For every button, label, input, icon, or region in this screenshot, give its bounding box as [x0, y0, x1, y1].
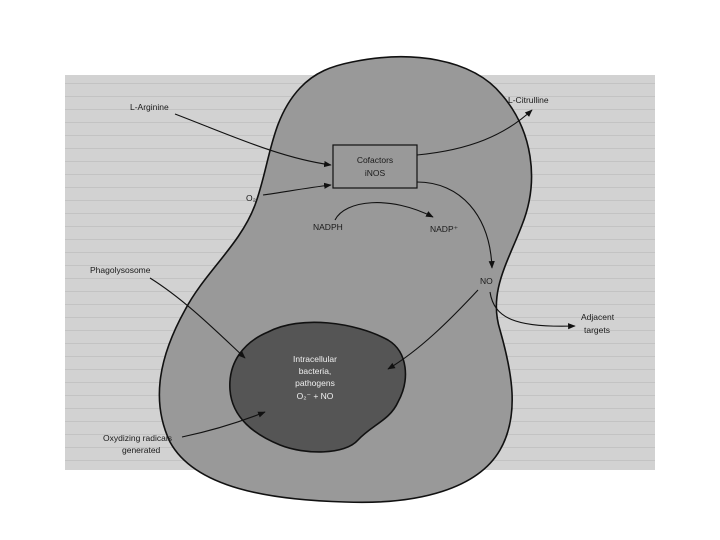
- nadp-label: NADP⁺: [430, 224, 459, 234]
- inos-label: iNOS: [365, 168, 386, 178]
- oxidizing-label-line2: generated: [122, 445, 161, 455]
- cofactors-label: Cofactors: [357, 155, 393, 165]
- cofactors-inos-box: [332, 144, 418, 189]
- arrow-oxidizing-pointer: [181, 411, 266, 438]
- arrow-nadph-to-nadp: [334, 202, 434, 221]
- arginine-label: L-Arginine: [130, 102, 169, 112]
- arrow-no-to-adjacent-targets: [489, 291, 576, 330]
- arrow-inos-to-citrulline: [416, 109, 533, 156]
- arrow-no-to-bacteria: [387, 289, 479, 370]
- phagolysosome-label: Phagolysosome: [90, 265, 151, 275]
- nadph-label: NADPH: [313, 222, 343, 232]
- arrow-inos-to-no: [416, 181, 495, 269]
- bacteria-label-line4: O₂⁻ + NO: [297, 391, 334, 401]
- no-label: NO: [480, 276, 493, 286]
- bacteria-label-line1: Intracellular: [293, 354, 337, 364]
- citrulline-label: L-Citrulline: [508, 95, 549, 105]
- bacteria-label-line3: pathogens: [295, 378, 335, 388]
- bacteria-label-line2: bacteria,: [299, 366, 332, 376]
- arrow-arginine-to-inos: [174, 113, 332, 168]
- adjacent-label-line1: Adjacent: [581, 312, 615, 322]
- adjacent-label-line2: targets: [584, 325, 610, 335]
- oxidizing-label-line1: Oxydizing radicals: [103, 433, 172, 443]
- arrow-phagolysosome-pointer: [149, 277, 246, 359]
- phagolysosome-vacuole: [229, 321, 407, 453]
- o2-label: O₂: [246, 193, 256, 203]
- arrow-o2-to-inos: [262, 182, 332, 196]
